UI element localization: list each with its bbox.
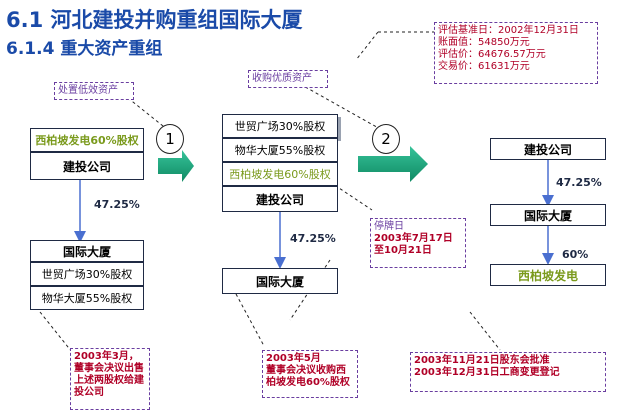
valuation-note: 评估基准日：2002年12月31日 账面值：54850万元 评估价：64676.…: [434, 22, 598, 84]
stage2-guoji: 国际大厦: [222, 268, 338, 294]
stage3-guoji: 国际大厦: [490, 204, 606, 226]
callout-line-4: [355, 31, 379, 61]
callout-line-5: [39, 311, 73, 353]
stage3-xibaipo: 西柏坡发电: [490, 264, 606, 286]
stage2-shimao: 世贸广场30%股权: [222, 114, 338, 138]
suspension-note: 停牌日 2003年7月17日 至10月21日: [370, 218, 466, 268]
step-number-2: 2: [381, 130, 391, 148]
stage3-pct2: 60%: [562, 248, 589, 261]
stage2-label: 收购优质资产: [248, 70, 328, 88]
stage1-wuhua: 物华大厦55%股权: [30, 286, 144, 310]
step-circle-1: 1: [156, 124, 184, 154]
section-subtitle: 6.1.4 重大资产重组: [6, 39, 163, 59]
stage2-jiantou: 建投公司: [222, 186, 338, 212]
stage3-jiantou: 建投公司: [490, 138, 606, 160]
step-arrow-1: [158, 150, 194, 182]
stage1-jiantou: 建投公司: [30, 152, 144, 180]
stage1-guoji: 国际大厦: [30, 240, 144, 262]
approval-note: 2003年11月21日股东会批准 2003年12月31日工商变更登记: [410, 352, 606, 392]
step-number-1: 1: [165, 130, 175, 148]
stage2-note: 2003年5月 董事会决议收购西柏坡发电60%股权: [262, 350, 358, 398]
step-circle-2: 2: [372, 124, 400, 154]
stage2-wuhua: 物华大厦55%股权: [222, 138, 338, 162]
stage1-note: 2003年3月， 董事会决议出售上述两股权给建投公司: [70, 348, 150, 410]
callout-line-9: [469, 311, 501, 351]
stage1-shimao: 世贸广场30%股权: [30, 262, 144, 286]
callout-line-6: [235, 293, 265, 347]
page-title: 6.1 河北建投并购重组国际大厦: [6, 8, 303, 32]
stage2-xibaipo: 西柏坡发电60%股权: [222, 162, 338, 186]
stage1-asset-xibaipo: 西柏坡发电60%股权: [30, 128, 144, 152]
stage2-pct: 47.25%: [290, 232, 336, 245]
stage1-label: 处置低效资产: [54, 82, 134, 100]
stage3-pct1: 47.25%: [556, 176, 602, 189]
stage1-pct: 47.25%: [94, 198, 140, 211]
